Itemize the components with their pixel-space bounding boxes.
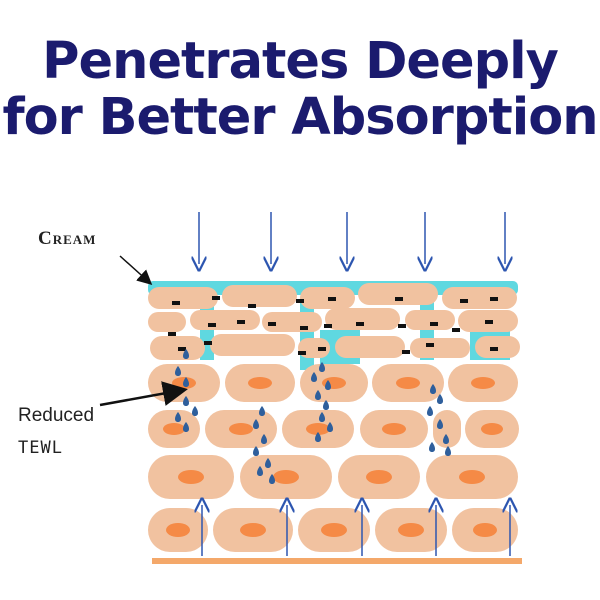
droplet-icon bbox=[429, 442, 435, 452]
droplet-icon bbox=[430, 384, 436, 394]
droplet-icon bbox=[445, 446, 451, 456]
down-arrow-icons bbox=[199, 212, 505, 264]
droplet-icon bbox=[443, 434, 449, 444]
droplet-icon bbox=[253, 419, 259, 429]
droplet-icon bbox=[437, 394, 443, 404]
cell-row-2 bbox=[148, 410, 519, 448]
droplet-icon bbox=[315, 390, 321, 400]
droplet-icon bbox=[437, 419, 443, 429]
cell-junctions bbox=[168, 296, 498, 355]
cream-pointer-arrow bbox=[119, 255, 153, 286]
droplet-icon bbox=[427, 406, 433, 416]
droplet-icon bbox=[183, 422, 189, 432]
cell-row-4 bbox=[148, 508, 518, 552]
title-line-1: Penetrates Deeply bbox=[42, 32, 559, 91]
droplet-icon bbox=[257, 466, 263, 476]
droplet-icon bbox=[183, 349, 189, 359]
droplet-icon bbox=[253, 446, 259, 456]
droplet-icon bbox=[192, 406, 198, 416]
droplet-icon bbox=[259, 406, 265, 416]
droplet-icon bbox=[323, 400, 329, 410]
droplet-icon bbox=[319, 412, 325, 422]
reduced-label: Reduced bbox=[18, 405, 95, 426]
basement-membrane bbox=[152, 558, 522, 564]
droplet-icons bbox=[171, 349, 451, 484]
droplet-icon bbox=[327, 422, 333, 432]
droplet-icon bbox=[311, 372, 317, 382]
tewl-label: TEWL bbox=[18, 438, 63, 458]
cell-row-1 bbox=[148, 364, 518, 402]
tewl-pointer-arrow bbox=[99, 381, 188, 407]
up-arrow-icons bbox=[202, 505, 510, 556]
droplet-icon bbox=[269, 474, 275, 484]
droplet-icon bbox=[319, 362, 325, 372]
droplet-icon bbox=[175, 412, 181, 422]
stratum-corneum bbox=[148, 283, 520, 360]
title-line-2: for Better Absorption bbox=[2, 88, 598, 147]
droplet-icon bbox=[265, 458, 271, 468]
cell-row-3 bbox=[148, 455, 518, 499]
cream-label: Cream bbox=[38, 228, 97, 249]
droplet-icon bbox=[175, 366, 181, 376]
droplet-icon bbox=[261, 434, 267, 444]
droplet-icon bbox=[315, 432, 321, 442]
droplet-icon bbox=[325, 380, 331, 390]
